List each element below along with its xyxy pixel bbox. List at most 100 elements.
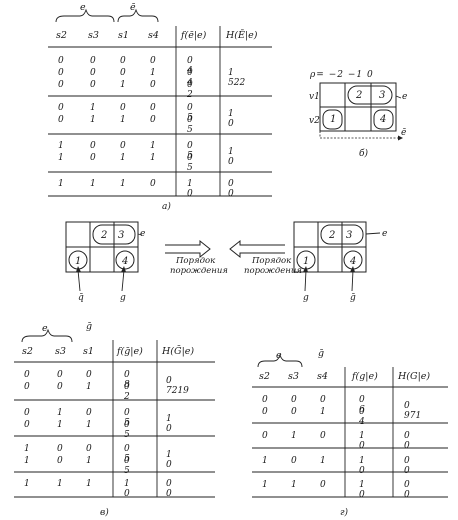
right-g-label: g — [303, 293, 309, 303]
table-v-cell: 0 — [86, 370, 92, 380]
cell-l-3: 3 — [118, 230, 124, 241]
left-grid — [65, 221, 143, 292]
table-a-cell: 1 — [58, 141, 64, 151]
table-a-cell: 0 — [90, 153, 96, 163]
group-label-e: e — [42, 323, 48, 334]
table-g-entropy-cell: 0 0 — [404, 480, 410, 500]
cell-b-4: 4 — [379, 114, 386, 125]
header-s3: s3 — [288, 371, 299, 382]
arrow-right-icon — [165, 239, 211, 259]
table-g-cell: 1 — [262, 480, 268, 490]
table-v-cell: 1 — [57, 408, 63, 418]
group-label-e: e — [80, 2, 86, 13]
table-a-entropy-cell: 1 0 — [228, 147, 234, 167]
arrow-left-icon — [229, 239, 285, 259]
table-a-cell: 1 — [58, 153, 64, 163]
table-v-entropy-cell: 0 0 — [166, 479, 172, 499]
table-a-entropy-cell: 1 522 — [228, 68, 246, 88]
table-a-cell: 1 — [90, 103, 96, 113]
cell-b-3: 3 — [379, 90, 385, 101]
table-v-cell: 0 — [86, 444, 92, 454]
table-v-cell: 0 5 — [124, 456, 130, 476]
table-a-cell: 0 2 — [187, 80, 193, 100]
header-s4: s4 — [148, 30, 159, 41]
right-gbar-label: ḡ — [350, 293, 356, 303]
table-a-cell: 1 — [120, 115, 126, 125]
table-v-cell: 0 8 — [124, 370, 130, 390]
brace-e-g — [257, 353, 303, 368]
left-g-label: g — [120, 293, 126, 303]
cell-r-3: 3 — [346, 230, 352, 241]
header-h: H(Ḡ|e) — [162, 346, 195, 357]
table-a-cell: 0 — [120, 141, 126, 151]
brace-ebar-a — [117, 8, 159, 23]
header-h: H(G|e) — [398, 371, 431, 382]
header-s1: s1 — [83, 346, 94, 357]
header-s2: s2 — [56, 30, 67, 41]
cell-l-1: 1 — [75, 256, 81, 267]
caption-g: г) — [340, 508, 349, 518]
caption-a: а) — [162, 202, 171, 212]
table-a-cell: 0 — [58, 68, 64, 78]
caption-v: в) — [100, 508, 109, 518]
table-a-cell: 0 — [58, 80, 64, 90]
header-s3: s3 — [55, 346, 66, 357]
table-v-cell: 1 — [86, 420, 92, 430]
label-e: e — [402, 92, 408, 102]
table-a-cell: 0 — [150, 103, 156, 113]
table-a-cell: 0 — [58, 56, 64, 66]
label-ebar: ē — [401, 128, 407, 138]
table-v-entropy-cell: 1 0 — [166, 414, 172, 434]
row-label-v2: v2 — [309, 116, 320, 126]
arrow-text-left-1: Порядок — [176, 256, 216, 266]
table-a-cell: 0 — [120, 68, 126, 78]
group-label-e: e — [276, 350, 282, 361]
table-a-cell: 0 4 — [187, 68, 193, 88]
table-a-cell: 1 — [90, 179, 96, 189]
table-g-cell: 1 0 — [359, 480, 365, 500]
table-g-entropy-cell: 0 0 — [404, 456, 410, 476]
arrow-text-right-2: порождения — [244, 266, 302, 276]
table-g-cell: 1 0 — [359, 431, 365, 451]
table-a-cell: 1 — [150, 141, 156, 151]
table-a-cell: 0 — [58, 103, 64, 113]
diagram-b: ρ= −2 −1 0 v1 v2 e ē б) — [0, 0, 458, 215]
table-a-cell: 1 0 — [187, 179, 193, 199]
header-s2: s2 — [22, 346, 33, 357]
table-v-cell: 1 0 — [124, 479, 130, 499]
table-v-cell: 0 — [24, 370, 30, 380]
table-a-entropy-cell: 1 0 — [228, 109, 234, 129]
table-v-cell: 0 5 — [124, 444, 130, 464]
cell-b-1: 1 — [330, 114, 336, 125]
table-v-cell: 0 — [86, 408, 92, 418]
table-g-cell: 1 — [291, 480, 297, 490]
table-g-cell: 1 0 — [359, 456, 365, 476]
cell-r-1: 1 — [303, 256, 309, 267]
table-g-cell: 0 — [262, 395, 268, 405]
table-v-entropy-cell: 0 7219 — [166, 376, 189, 396]
table-a-cell: 0 — [120, 56, 126, 66]
table-g-cell: 0 4 — [359, 407, 365, 427]
header-s1: s1 — [118, 30, 129, 41]
table-v-cell: 0 — [57, 444, 63, 454]
table-v-cell: 0 5 — [124, 408, 130, 428]
table-a-cell: 0 — [90, 56, 96, 66]
table-v-cell: 1 — [86, 456, 92, 466]
table-a-cell: 0 — [150, 179, 156, 189]
table-v-cell: 1 — [24, 456, 30, 466]
cell-l-4: 4 — [121, 256, 128, 267]
table-g-cell: 0 — [291, 456, 297, 466]
table-v-cell: 0 — [57, 382, 63, 392]
cell-r-4: 4 — [349, 256, 356, 267]
header-h: H(Ē|e) — [226, 30, 258, 41]
group-label-ebar: ē — [130, 2, 136, 13]
table-a-cell: 0 4 — [187, 56, 193, 76]
table-g-cell: 0 — [262, 431, 268, 441]
table-a-cell: 1 — [58, 179, 64, 189]
table-a-cell: 1 — [90, 115, 96, 125]
table-v-cell: 1 — [24, 444, 30, 454]
table-v-entropy-cell: 1 0 — [166, 450, 172, 470]
